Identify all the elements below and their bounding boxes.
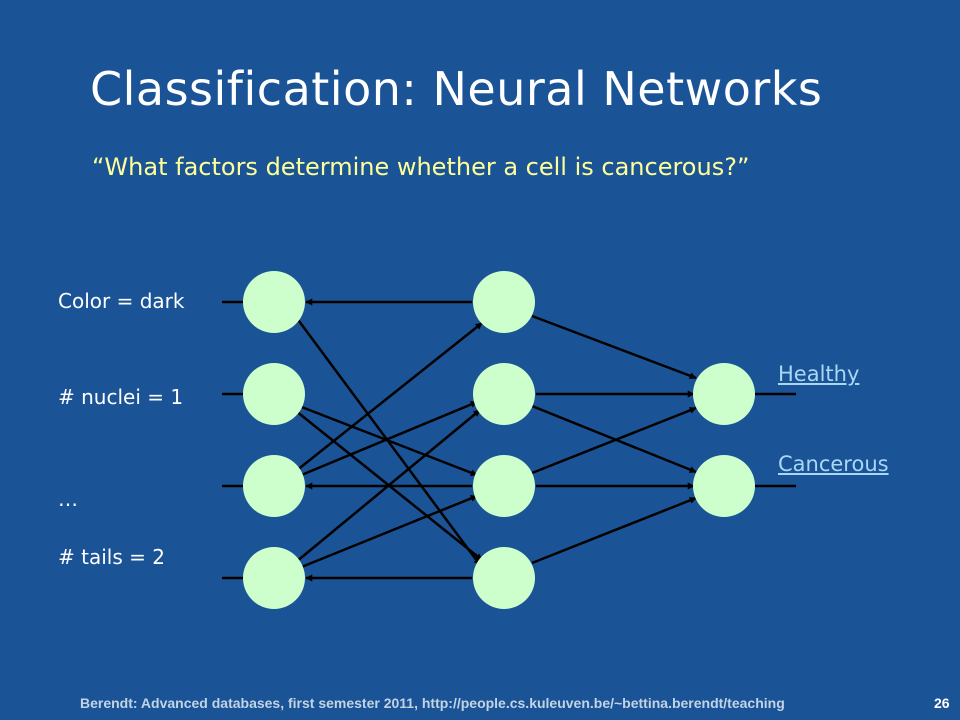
input-node	[243, 455, 305, 517]
edge-arrow	[531, 406, 697, 475]
output-link-cancerous[interactable]: Cancerous	[778, 452, 889, 476]
page-number: 26	[934, 695, 950, 711]
input-node	[243, 547, 305, 609]
slide-title: Classification: Neural Networks	[90, 62, 823, 116]
output-link-healthy[interactable]: Healthy	[778, 362, 860, 386]
edge-arrow	[298, 494, 478, 570]
output-node	[693, 455, 755, 517]
hidden-node	[473, 547, 535, 609]
slide-subtitle: “What factors determine whether a cell i…	[92, 153, 750, 181]
input-label-color: Color = dark	[58, 289, 185, 313]
input-label-nuclei: # nuclei = 1	[58, 385, 184, 409]
edge-arrow	[531, 314, 697, 380]
edge-arrow	[298, 404, 478, 477]
edge-arrow	[295, 322, 483, 472]
edge-arrow	[295, 409, 481, 563]
edge-arrow	[531, 404, 697, 474]
input-label-tails: # tails = 2	[58, 545, 165, 569]
output-node	[693, 363, 755, 425]
network-nodes	[243, 271, 755, 609]
input-node	[243, 363, 305, 425]
edge-arrow	[531, 496, 697, 565]
slide-footer: Berendt: Advanced databases, first semes…	[80, 695, 785, 711]
hidden-node	[473, 455, 535, 517]
network-edges	[222, 298, 796, 582]
edge-arrow	[298, 400, 478, 478]
hidden-node	[473, 271, 535, 333]
hidden-node	[473, 363, 535, 425]
input-node	[243, 271, 305, 333]
input-label-ellipsis: …	[58, 487, 78, 511]
